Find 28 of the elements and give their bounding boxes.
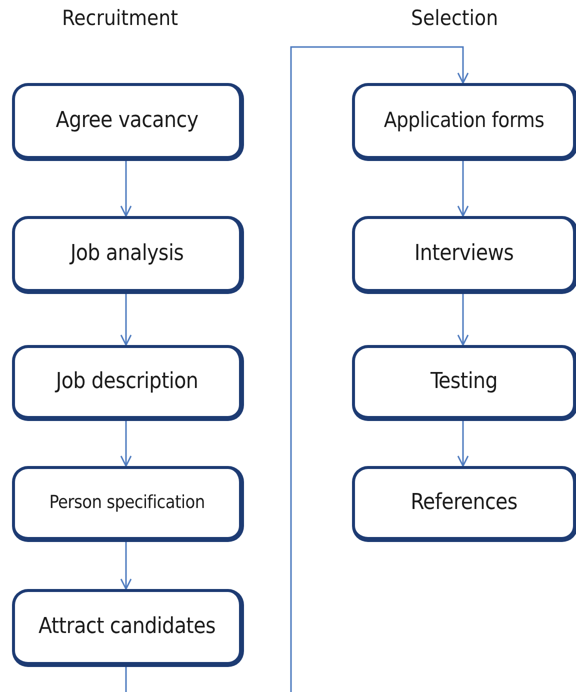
arrow <box>457 294 469 346</box>
process-box <box>12 466 244 542</box>
arrow <box>457 161 469 217</box>
arrow <box>125 46 469 692</box>
process-box <box>12 83 244 161</box>
process-box <box>12 589 244 667</box>
arrow <box>120 542 132 590</box>
step-label: Job analysis <box>70 242 184 266</box>
step-label: Testing <box>430 370 498 394</box>
column-heading: Recruitment <box>62 6 178 30</box>
process-box <box>352 216 576 294</box>
process-box <box>352 83 576 161</box>
step-label: Job description <box>56 370 198 394</box>
process-box <box>352 345 576 421</box>
arrow <box>120 161 132 217</box>
arrow <box>457 421 469 467</box>
step-label: Attract candidates <box>38 614 216 640</box>
step-label: Agree vacancy <box>56 108 198 134</box>
step-label: Interviews <box>414 242 514 266</box>
step-label: References <box>410 490 518 516</box>
arrow <box>120 294 132 346</box>
step-label: Application forms <box>384 109 544 133</box>
process-box <box>12 216 244 294</box>
step-label: Person specification <box>49 493 205 513</box>
column-heading: Selection <box>411 6 498 30</box>
process-box <box>352 466 576 542</box>
process-box <box>12 345 244 421</box>
arrow <box>120 421 132 467</box>
